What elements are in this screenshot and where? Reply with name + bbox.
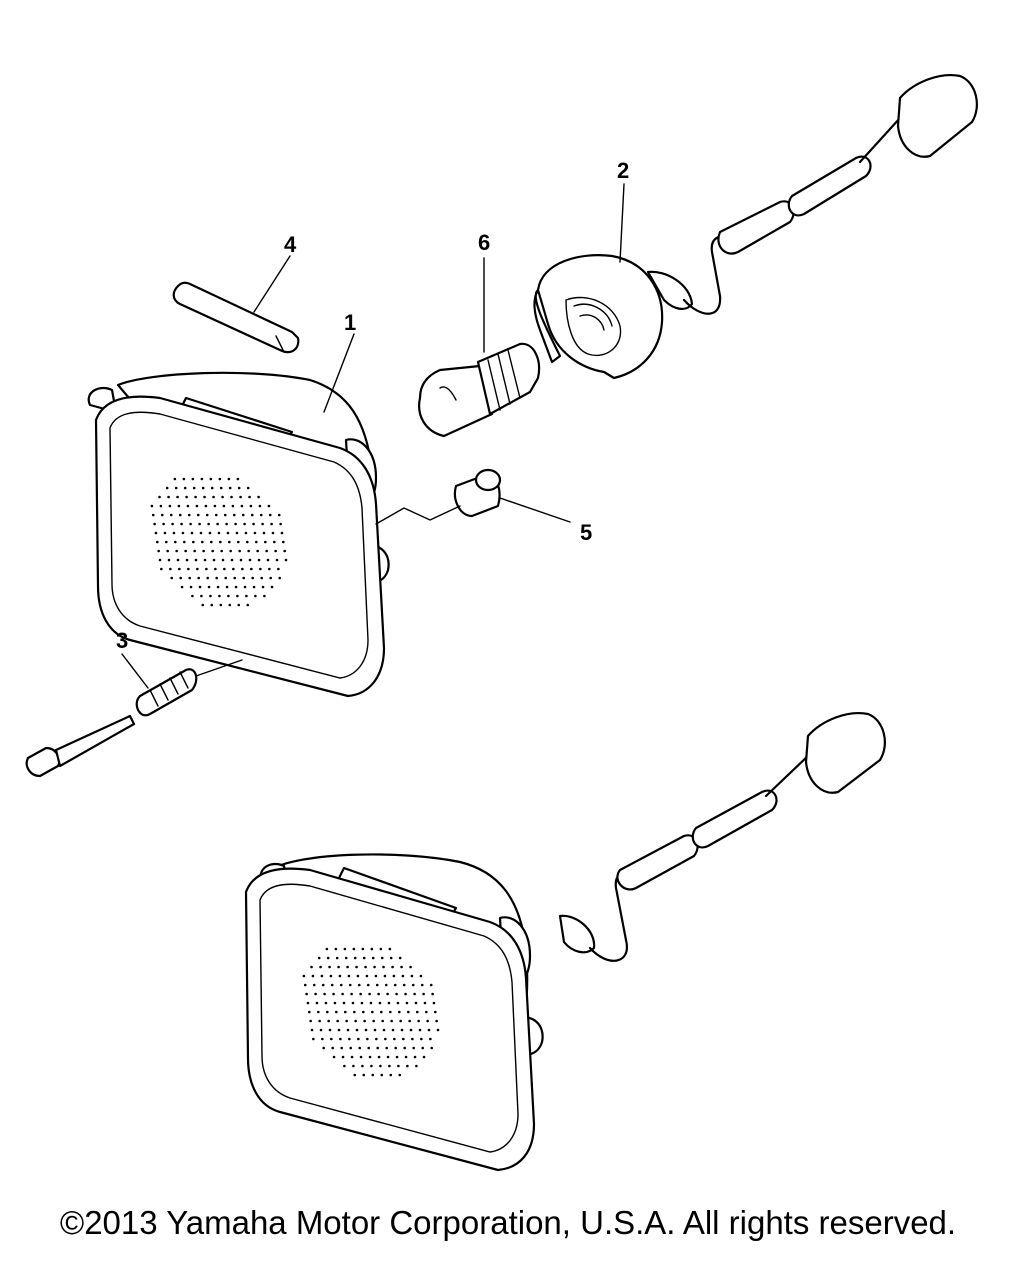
part-4-reflector-strip bbox=[172, 281, 300, 354]
callout-6: 6 bbox=[478, 230, 490, 255]
lower-lamp-assembly bbox=[244, 712, 886, 1172]
callout-5: 5 bbox=[580, 520, 592, 545]
part-1-lamp-housing bbox=[87, 371, 390, 698]
callout-3: 3 bbox=[116, 628, 128, 653]
callout-2: 2 bbox=[617, 158, 629, 183]
callout-4: 4 bbox=[284, 232, 297, 257]
lens-dot-pattern-lower bbox=[302, 947, 440, 1077]
leader-1 bbox=[323, 333, 355, 413]
callout-1: 1 bbox=[344, 310, 356, 335]
leader-4 bbox=[253, 255, 291, 313]
part-2-socket-cover bbox=[533, 74, 978, 380]
lens-dot-pattern bbox=[150, 477, 288, 607]
upper-lamp-assembly bbox=[25, 74, 978, 778]
copyright-notice: ©2013 Yamaha Motor Corporation, U.S.A. A… bbox=[60, 1204, 956, 1241]
part-6-bulb bbox=[418, 342, 541, 438]
leader-3 bbox=[121, 653, 149, 689]
part-5-grommet bbox=[375, 468, 502, 525]
part-3-spring-screw bbox=[25, 659, 243, 778]
leader-2 bbox=[619, 183, 625, 263]
leader-5 bbox=[499, 497, 571, 523]
